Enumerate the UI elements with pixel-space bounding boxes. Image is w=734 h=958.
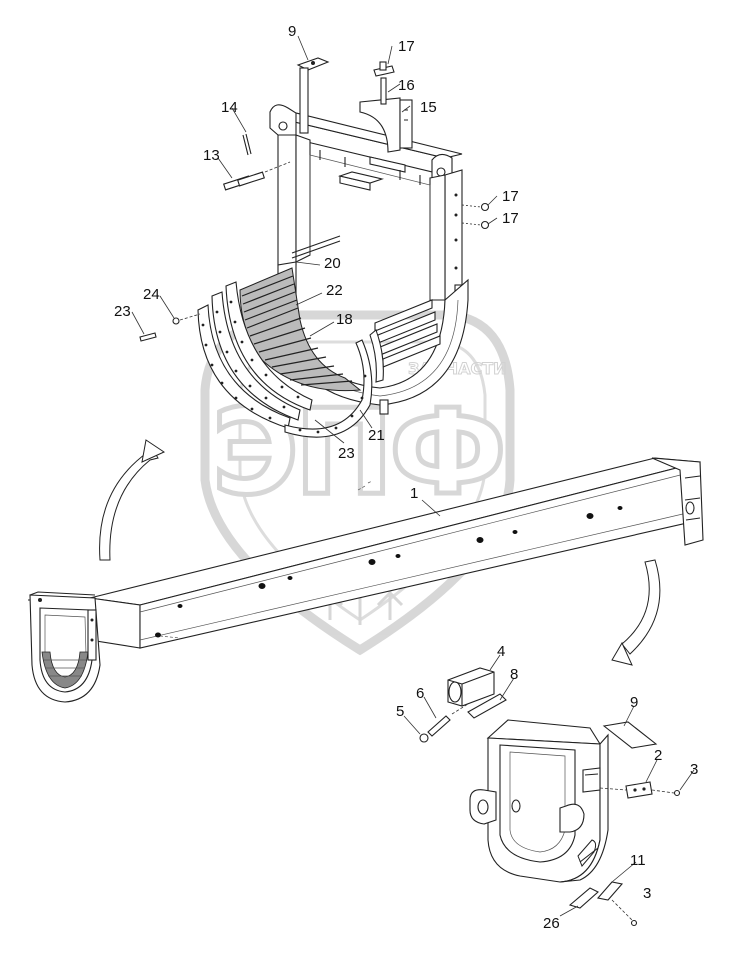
callout-21: 21 <box>368 427 385 444</box>
callout-4: 4 <box>497 643 505 660</box>
lower-box-assembly <box>469 719 609 883</box>
callout-2: 2 <box>654 747 662 764</box>
curved-arrow-up-icon <box>99 439 166 561</box>
callout-12: 9 <box>288 23 296 40</box>
callout-labels: 9 17 16 15 14 13 17 17 20 22 18 24 23 21… <box>114 23 698 932</box>
beam-end-frame <box>28 591 101 703</box>
callout-1: 1 <box>410 485 418 502</box>
callout-14: 14 <box>221 99 238 116</box>
callout-6: 6 <box>416 685 424 702</box>
callout-15: 15 <box>420 99 437 116</box>
callout-8: 8 <box>510 666 518 683</box>
callout-18: 18 <box>336 311 353 328</box>
callout-9: 9 <box>630 694 638 711</box>
callout-24: 23 <box>114 303 131 320</box>
callout-3-bottom: 3 <box>643 885 651 902</box>
watermark: ЗАПЧАСТИ ЭПФ <box>200 310 515 656</box>
grate-assembly <box>239 235 441 392</box>
callout-17-a: 17 <box>502 188 519 205</box>
curved-arrow-down-icon <box>611 559 661 666</box>
callout-13: 13 <box>203 147 220 164</box>
callout-17-b: 17 <box>502 210 519 227</box>
callout-17-top: 17 <box>398 38 415 55</box>
callout-3-top: 3 <box>690 761 698 778</box>
beam-holes <box>155 506 623 638</box>
callout-26: 26 <box>543 915 560 932</box>
callout-20: 20 <box>324 255 341 272</box>
callout-25: 24 <box>143 286 160 303</box>
leader-lines <box>131 35 695 917</box>
callout-23: 23 <box>338 445 355 462</box>
main-beam <box>89 457 704 649</box>
top-hardware <box>139 57 490 342</box>
callout-16: 16 <box>398 77 415 94</box>
curved-straps <box>197 281 384 438</box>
callout-5: 5 <box>396 703 404 720</box>
callout-22: 22 <box>326 282 343 299</box>
callout-11: 11 <box>630 852 646 869</box>
